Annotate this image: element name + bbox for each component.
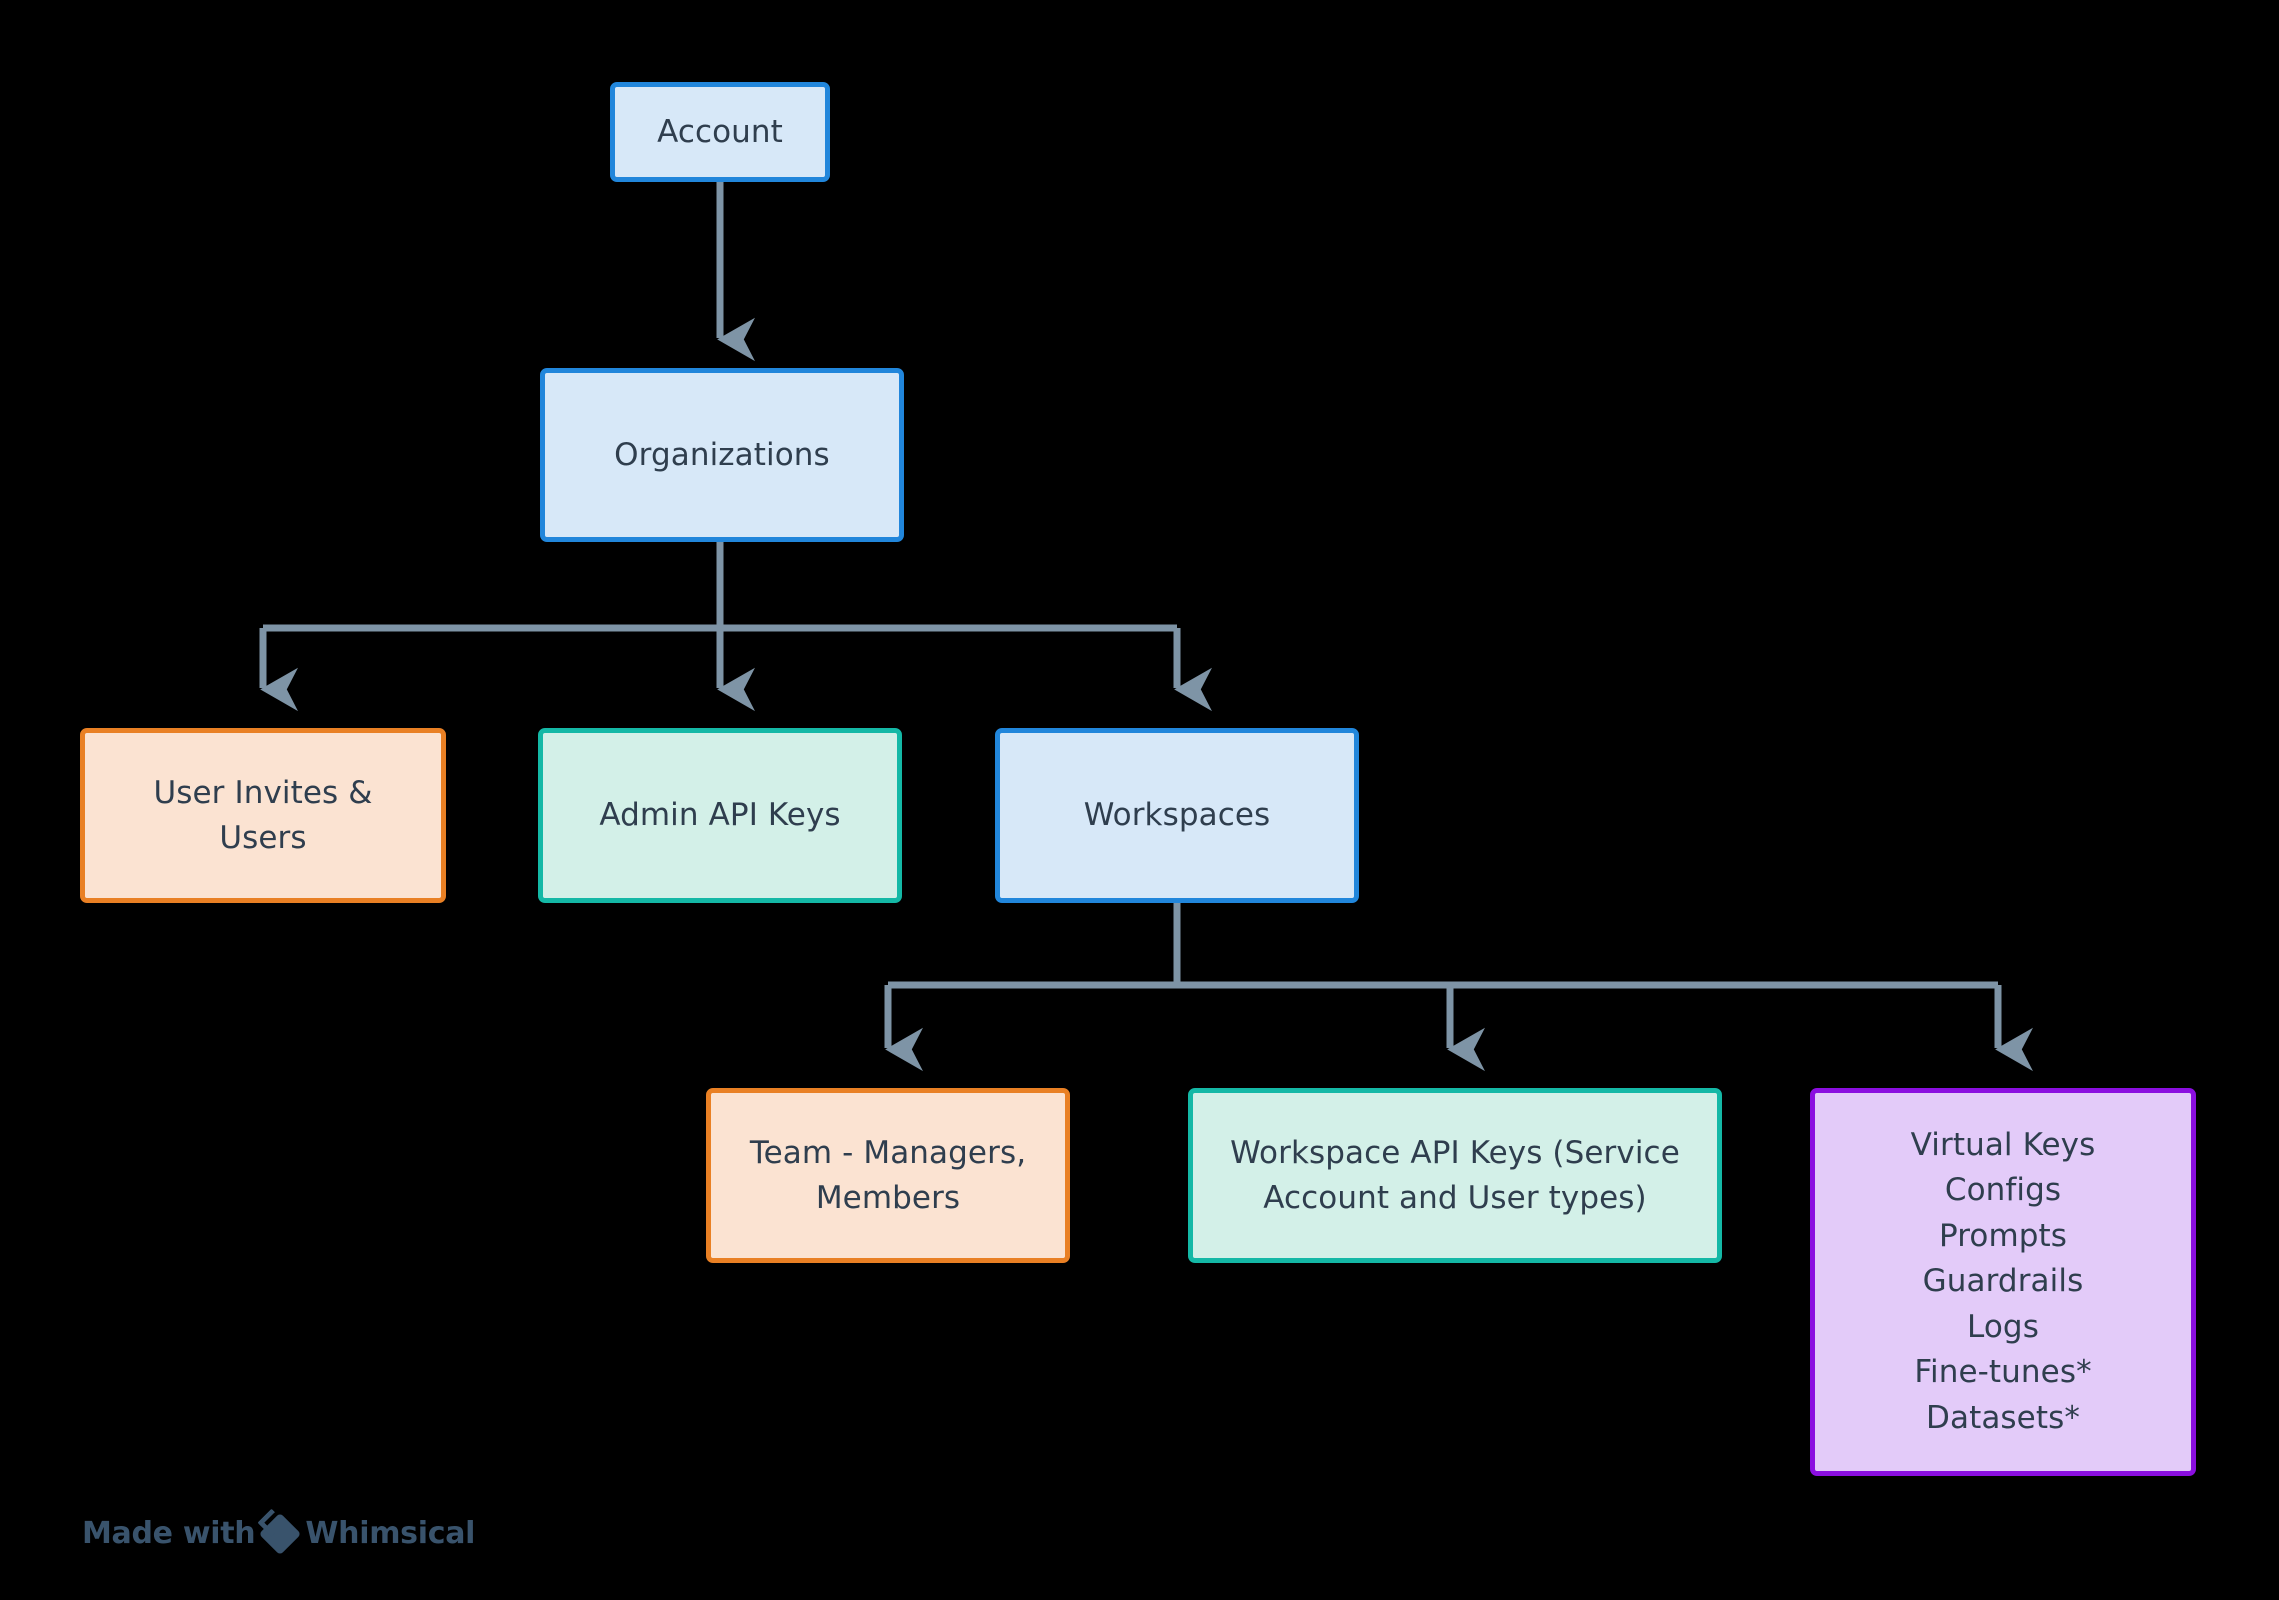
node-workspace-api-keys-label: Workspace API Keys (Service Account and …	[1230, 1135, 1680, 1216]
node-workspaces[interactable]: Workspaces	[995, 728, 1359, 903]
node-admin-api-keys[interactable]: Admin API Keys	[538, 728, 902, 903]
node-user-invites-users-label: User Invites & Users	[153, 775, 373, 856]
watermark-text-after: Whimsical	[305, 1516, 476, 1551]
whimsical-logo-icon	[259, 1512, 302, 1555]
node-admin-api-keys-label: Admin API Keys	[599, 797, 841, 834]
node-workspace-resources[interactable]: Virtual Keys Configs Prompts Guardrails …	[1810, 1088, 2196, 1476]
node-account-label: Account	[657, 113, 783, 150]
node-organizations[interactable]: Organizations	[540, 368, 904, 542]
node-workspaces-label: Workspaces	[1083, 797, 1271, 834]
watermark: Made with Whimsical	[82, 1512, 476, 1555]
node-team-managers-members-label: Team - Managers, Members	[749, 1135, 1027, 1216]
node-workspace-api-keys[interactable]: Workspace API Keys (Service Account and …	[1188, 1088, 1722, 1263]
node-team-managers-members[interactable]: Team - Managers, Members	[706, 1088, 1070, 1263]
node-workspace-resources-label: Virtual Keys Configs Prompts Guardrails …	[1910, 1126, 2096, 1436]
watermark-text-before: Made with	[82, 1516, 256, 1551]
node-user-invites-users[interactable]: User Invites & Users	[80, 728, 446, 903]
node-account[interactable]: Account	[610, 82, 830, 182]
node-organizations-label: Organizations	[614, 436, 830, 473]
